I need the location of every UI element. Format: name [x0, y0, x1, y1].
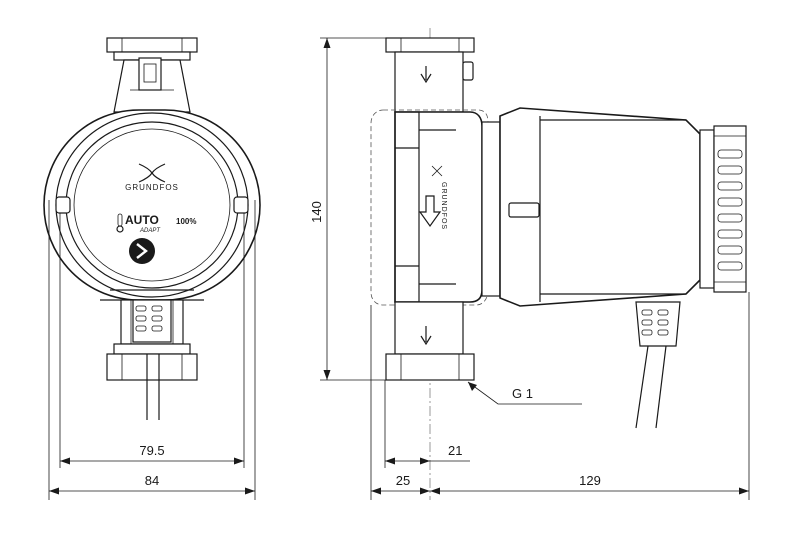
dim-overall-width-84: 84	[145, 473, 159, 488]
control-panel: GRUNDFOS AUTO ADAPT 100%	[116, 163, 196, 264]
front-pump-body	[43, 109, 261, 301]
side-view: GRUNDFOS	[370, 28, 750, 500]
mode-button-chevron-icon	[136, 243, 148, 259]
flow-direction-arrow-icon	[418, 195, 442, 228]
mode-sub-label: ADAPT	[139, 228, 161, 234]
mode-button	[129, 238, 155, 264]
dim-port-offset-25: 25	[396, 473, 410, 488]
grundfos-logo-icon	[138, 163, 166, 183]
dim-port-width-79-5: 79.5	[139, 443, 164, 458]
thread-callout: G 1	[512, 386, 533, 401]
side-brand-name: GRUNDFOS	[440, 182, 447, 230]
thermometer-icon	[116, 213, 124, 233]
front-cable-gland	[132, 299, 172, 343]
dim-centre-offset-21: 21	[448, 443, 462, 458]
level-label: 100%	[176, 217, 196, 226]
side-cable-gland	[635, 301, 681, 429]
front-top-connector	[106, 37, 198, 113]
dimension-lines	[49, 37, 749, 495]
dim-body-length-129: 129	[579, 473, 601, 488]
side-top-connector	[385, 37, 475, 113]
side-grundfos-logo-icon	[431, 165, 443, 177]
brand-name: GRUNDFOS	[125, 183, 179, 192]
bottom-flow-arrow-icon	[420, 326, 432, 346]
side-bottom-connector	[385, 301, 475, 381]
mode-label: AUTO	[125, 213, 159, 227]
side-pump-housing: GRUNDFOS	[394, 111, 483, 303]
side-motor	[481, 107, 747, 307]
dim-height-140: 140	[309, 201, 324, 223]
top-flow-arrow-icon	[420, 66, 432, 84]
front-bottom-connector	[106, 299, 198, 420]
front-view: GRUNDFOS AUTO ADAPT 100%	[43, 37, 261, 500]
